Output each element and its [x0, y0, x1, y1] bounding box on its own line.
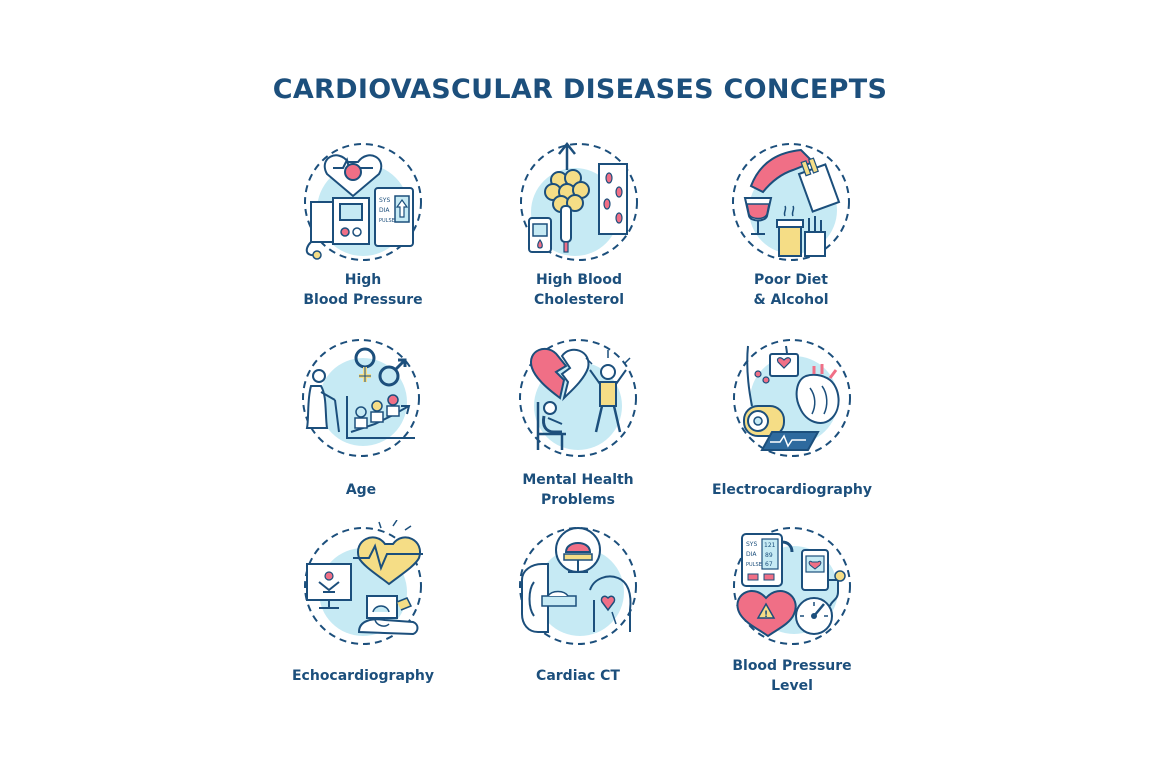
reading-dia: 89 [765, 552, 773, 559]
concept-label: Cardiac CT [536, 668, 620, 684]
concept-blood-pressure-level: SYS DIA PULSE 121 89 67 ! Blood Pressure… [672, 520, 912, 710]
ecg-icon [733, 339, 851, 457]
blood-pressure-level-icon: SYS DIA PULSE 121 89 67 ! [733, 527, 851, 645]
cholesterol-icon [520, 141, 638, 261]
reading-pulse: 67 [765, 561, 773, 568]
diet-alcohol-icon [732, 143, 850, 261]
pulse-label: PULSE [746, 562, 762, 568]
concept-age: Age [241, 336, 481, 526]
reading-sys: 121 [764, 542, 776, 549]
concept-poor-diet-alcohol: Poor Diet& Alcohol [671, 140, 911, 330]
concept-label: Age [345, 482, 377, 498]
mental-health-icon [519, 339, 637, 457]
concept-label: Poor Diet& Alcohol [753, 272, 829, 308]
concept-echocardiography: Echocardiography [243, 520, 483, 710]
pulse-label: PULSE [379, 218, 395, 224]
concept-electrocardiography: Electrocardiography [672, 336, 912, 526]
age-icon [302, 339, 420, 457]
blood-pressure-monitor-icon: SYS DIA PULSE [304, 143, 422, 261]
dia-label: DIA [379, 207, 390, 214]
sys-label: SYS [746, 541, 757, 548]
cardiac-ct-icon [519, 527, 637, 645]
warning-icon: ! [764, 610, 768, 620]
concept-label: Echocardiography [291, 668, 435, 684]
concept-label: Electrocardiography [712, 482, 872, 498]
concept-cardiac-ct: Cardiac CT [458, 520, 698, 710]
sys-label: SYS [379, 197, 390, 204]
dia-label: DIA [746, 551, 757, 558]
echocardiography-icon [304, 520, 423, 645]
page-title: CARDIOVASCULAR DISEASES CONCEPTS [272, 74, 888, 105]
